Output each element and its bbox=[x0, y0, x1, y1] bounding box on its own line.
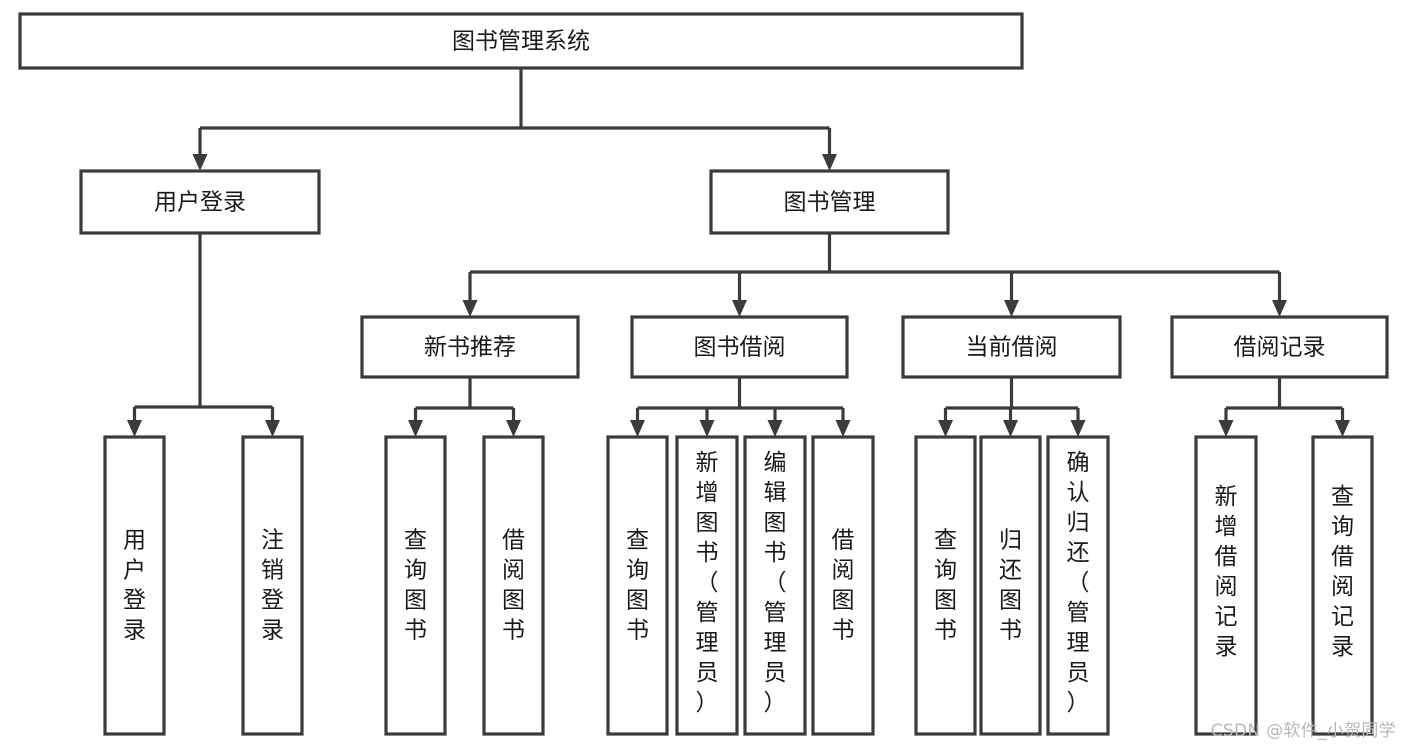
node-box-leaf-borrow-add-book bbox=[675, 435, 739, 736]
node-leaf-user-logout[interactable]: 注销登录 bbox=[241, 435, 304, 736]
node-leaf-record-query[interactable]: 查询借阅记录 bbox=[1311, 435, 1374, 736]
node-leaf-borrow-add-book[interactable]: 新增图书（管理员） bbox=[675, 435, 739, 736]
node-leaf-current-return-book[interactable]: 归还图书 bbox=[979, 435, 1042, 736]
node-label-book-borrow: 图书借阅 bbox=[694, 335, 786, 361]
node-leaf-current-query-book[interactable]: 查询图书 bbox=[914, 435, 977, 736]
watermark-label: CSDN @软件_小贺同学 bbox=[1210, 721, 1396, 741]
node-box-leaf-current-query-book bbox=[914, 435, 977, 736]
connector-group-book-manage bbox=[462, 233, 1287, 317]
node-label-current-borrow: 当前借阅 bbox=[966, 335, 1058, 361]
node-box-leaf-user-login bbox=[103, 435, 166, 736]
node-box-leaf-record-add bbox=[1194, 435, 1258, 736]
connector-group-user-login bbox=[127, 233, 280, 437]
node-leaf-rec-borrow-book[interactable]: 借阅图书 bbox=[482, 435, 545, 736]
connector-layer bbox=[127, 68, 1350, 437]
node-label-leaf-borrow-query-book: 查询图书 bbox=[626, 527, 649, 643]
node-box-book-manage bbox=[709, 169, 950, 235]
node-box-leaf-borrow-edit-book bbox=[743, 435, 807, 736]
node-new-book-rec[interactable]: 新书推荐 bbox=[360, 315, 580, 379]
node-borrow-record[interactable]: 借阅记录 bbox=[1170, 315, 1389, 379]
node-label-leaf-rec-borrow-book: 借阅图书 bbox=[502, 527, 525, 643]
node-label-leaf-current-confirm-return: 确认归还（管理员） bbox=[1067, 450, 1090, 716]
node-box-leaf-current-return-book bbox=[979, 435, 1042, 736]
connector-group-book-borrow bbox=[630, 377, 851, 437]
node-label-leaf-current-query-book: 查询图书 bbox=[934, 527, 957, 643]
node-label-leaf-borrow-borrow-book: 借阅图书 bbox=[832, 527, 855, 643]
node-label-leaf-record-query: 查询借阅记录 bbox=[1331, 484, 1354, 660]
node-label-leaf-user-login: 用户登录 bbox=[123, 527, 146, 643]
node-label-user-login: 用户登录 bbox=[154, 190, 246, 216]
node-leaf-user-login[interactable]: 用户登录 bbox=[103, 435, 166, 736]
node-label-leaf-borrow-add-book: 新增图书（管理员） bbox=[696, 450, 719, 716]
connector-group-new-book-rec bbox=[408, 377, 521, 437]
node-box-leaf-current-confirm-return bbox=[1046, 435, 1110, 736]
node-current-borrow[interactable]: 当前借阅 bbox=[901, 315, 1122, 379]
node-book-borrow[interactable]: 图书借阅 bbox=[630, 315, 849, 379]
node-box-new-book-rec bbox=[360, 315, 580, 379]
node-label-borrow-record: 借阅记录 bbox=[1234, 335, 1326, 361]
node-box-leaf-rec-borrow-book bbox=[482, 435, 545, 736]
node-box-book-borrow bbox=[630, 315, 849, 379]
node-box-root bbox=[18, 12, 1024, 70]
node-box-current-borrow bbox=[901, 315, 1122, 379]
node-box-borrow-record bbox=[1170, 315, 1389, 379]
node-label-root: 图书管理系统 bbox=[452, 29, 590, 55]
node-label-leaf-record-add: 新增借阅记录 bbox=[1215, 484, 1238, 660]
node-user-login[interactable]: 用户登录 bbox=[79, 169, 321, 235]
node-label-new-book-rec: 新书推荐 bbox=[424, 335, 516, 361]
node-layer: 图书管理系统用户登录图书管理新书推荐图书借阅当前借阅借阅记录用户登录注销登录查询… bbox=[18, 12, 1389, 736]
node-box-user-login bbox=[79, 169, 321, 235]
node-label-leaf-borrow-edit-book: 编辑图书（管理员） bbox=[764, 450, 787, 716]
node-leaf-record-add[interactable]: 新增借阅记录 bbox=[1194, 435, 1258, 736]
node-leaf-borrow-borrow-book[interactable]: 借阅图书 bbox=[811, 435, 875, 736]
node-leaf-current-confirm-return[interactable]: 确认归还（管理员） bbox=[1046, 435, 1110, 736]
node-label-leaf-current-return-book: 归还图书 bbox=[999, 527, 1022, 643]
node-box-leaf-record-query bbox=[1311, 435, 1374, 736]
node-label-book-manage: 图书管理 bbox=[784, 190, 876, 216]
connector-group-current-borrow bbox=[938, 377, 1086, 437]
connector-group-borrow-record bbox=[1218, 377, 1350, 437]
node-label-leaf-user-logout: 注销登录 bbox=[261, 527, 284, 643]
node-label-leaf-rec-query-book: 查询图书 bbox=[404, 527, 427, 643]
node-box-leaf-rec-query-book bbox=[384, 435, 447, 736]
connector-group-root bbox=[192, 68, 837, 171]
node-leaf-rec-query-book[interactable]: 查询图书 bbox=[384, 435, 447, 736]
node-box-leaf-user-logout bbox=[241, 435, 304, 736]
node-box-leaf-borrow-query-book bbox=[606, 435, 669, 736]
node-book-manage[interactable]: 图书管理 bbox=[709, 169, 950, 235]
node-leaf-borrow-query-book[interactable]: 查询图书 bbox=[606, 435, 669, 736]
node-box-leaf-borrow-borrow-book bbox=[811, 435, 875, 736]
node-root[interactable]: 图书管理系统 bbox=[18, 12, 1024, 70]
node-leaf-borrow-edit-book[interactable]: 编辑图书（管理员） bbox=[743, 435, 807, 736]
